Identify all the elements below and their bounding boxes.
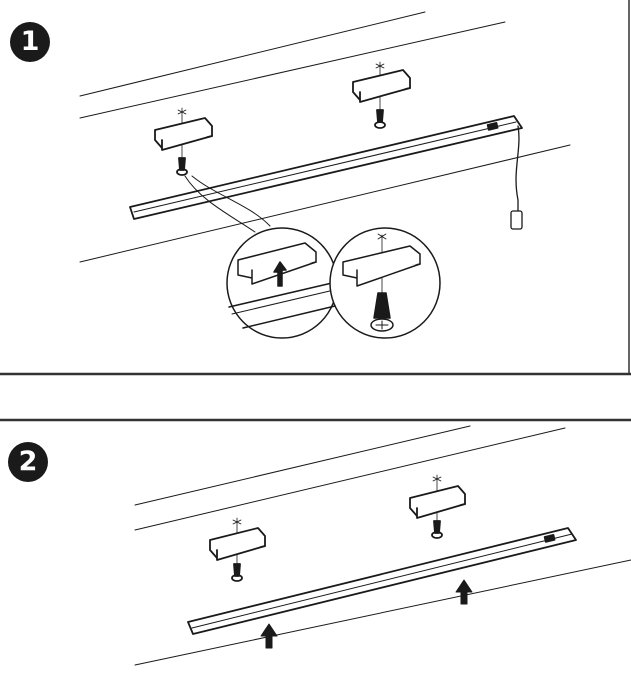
mounting-clip [154, 107, 213, 176]
step-dividers [0, 0, 631, 422]
arrow-up-icon [455, 579, 473, 605]
step-number-badge: 2 [8, 442, 48, 482]
detail-circle-screw [329, 227, 441, 339]
ceiling-lines [79, 11, 571, 263]
step-number-badge: 1 [10, 22, 50, 62]
cable-plug [510, 210, 523, 230]
arrow-up-icon [260, 623, 278, 649]
detail-circle-clip [226, 227, 338, 339]
mounting-clip [209, 517, 266, 582]
mounting-clip [409, 474, 466, 539]
power-cable [515, 125, 520, 213]
step-2-illustration [134, 425, 631, 666]
mounting-clip [352, 61, 411, 129]
light-bar [129, 115, 523, 220]
callout-pointer [184, 175, 271, 233]
light-bar [187, 527, 577, 635]
ceiling-lines [134, 425, 631, 666]
step-1-illustration [79, 11, 571, 339]
